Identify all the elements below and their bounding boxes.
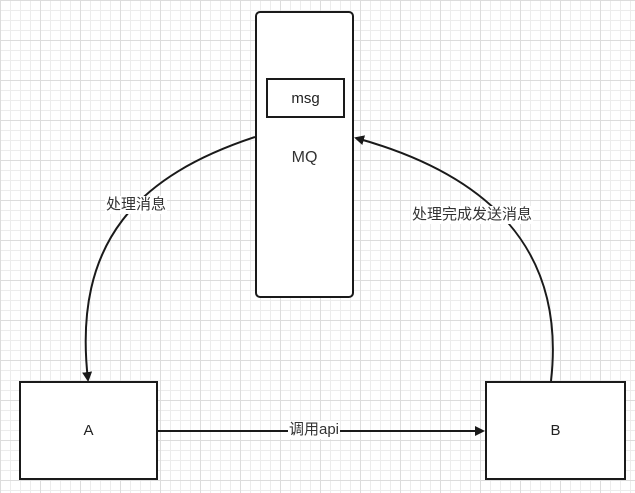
node-b[interactable]: B xyxy=(485,381,626,480)
edge-label-b-to-mq: 处理完成发送消息 xyxy=(411,206,534,224)
node-b-label: B xyxy=(550,422,561,439)
edge-label-a-to-b: 调用api xyxy=(288,421,341,439)
mq-label: MQ xyxy=(291,149,318,166)
edge-label-mq-to-a: 处理消息 xyxy=(105,196,168,214)
msg-node[interactable]: msg xyxy=(266,78,345,118)
edge-mq-to-a xyxy=(82,136,256,382)
node-a[interactable]: A xyxy=(19,381,158,480)
node-a-label: A xyxy=(83,422,94,439)
mq-node[interactable]: msg MQ xyxy=(255,11,354,298)
msg-label: msg xyxy=(291,89,320,107)
edge-b-to-mq xyxy=(354,135,554,382)
